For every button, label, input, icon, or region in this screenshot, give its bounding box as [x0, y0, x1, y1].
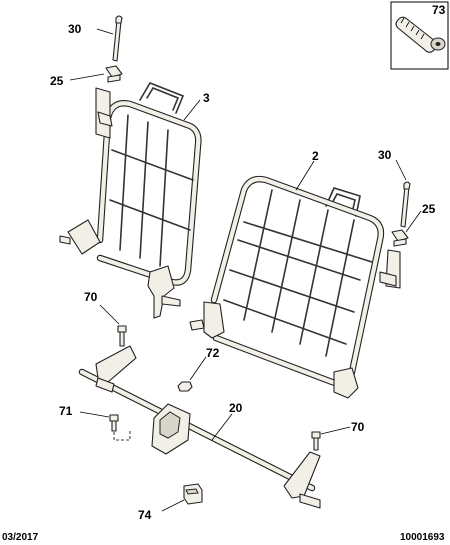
callout-71: 71	[59, 404, 73, 418]
part-25-left: 25	[50, 65, 123, 88]
inset-part-73: 73	[390, 1, 449, 70]
callout-73: 73	[432, 3, 446, 17]
callout-72: 72	[206, 346, 220, 360]
part-70-left: 70	[84, 290, 127, 347]
part-20-cross-bar: 20	[78, 345, 321, 509]
part-2-backrest-frame-right: 2	[189, 149, 401, 399]
callout-74: 74	[138, 508, 152, 522]
footer-date: 03/2017	[2, 532, 39, 543]
callout-25-right: 25	[422, 202, 436, 216]
part-74-clip: 74	[138, 483, 203, 522]
callout-3: 3	[203, 91, 210, 105]
part-71-bolt: 71	[59, 404, 131, 441]
callout-30-right: 30	[378, 148, 392, 162]
callout-25-left: 25	[50, 74, 64, 88]
callout-20: 20	[229, 401, 243, 415]
part-70-right: 70	[311, 420, 365, 451]
callout-30-left: 30	[68, 22, 82, 36]
callout-70-right: 70	[351, 420, 365, 434]
part-72-nut: 72	[177, 346, 220, 392]
screw-73-icon	[395, 16, 446, 53]
part-30-left: 30	[68, 15, 123, 62]
callout-70-left: 70	[84, 290, 98, 304]
footer-reference: 10001693	[400, 532, 445, 543]
callout-2: 2	[312, 149, 319, 163]
part-30-right: 30	[378, 148, 411, 228]
part-25-right: 25	[391, 202, 436, 247]
part-3-backrest-frame-left: 3	[59, 82, 210, 319]
